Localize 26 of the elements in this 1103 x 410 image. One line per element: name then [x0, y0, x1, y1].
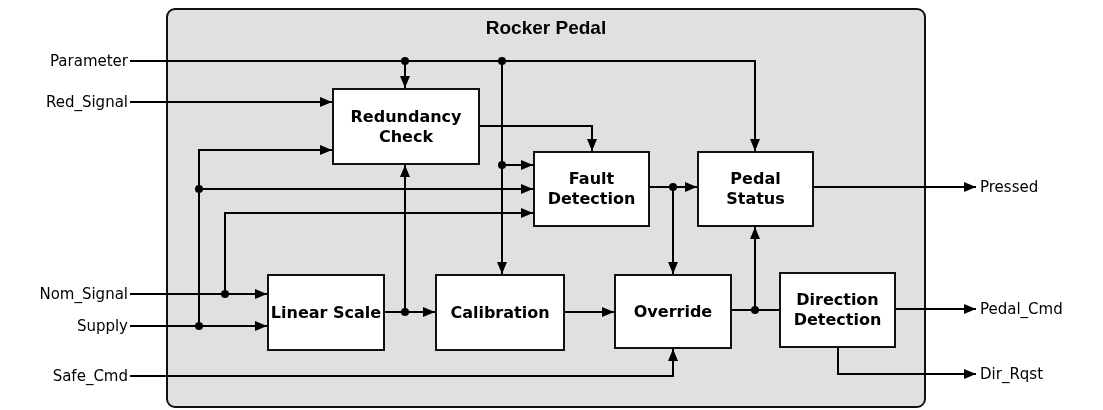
- signal-label: Safe_Cmd: [52, 367, 128, 385]
- arrow: [479, 125, 597, 152]
- group-title: Rocker Pedal: [484, 17, 608, 39]
- process-box: Direction Detection: [779, 272, 896, 348]
- signal-label: Red_Signal: [45, 93, 128, 111]
- signal-label: Dir_Rqst: [980, 365, 1044, 383]
- arrow: [649, 186, 678, 275]
- process-box: Calibration: [435, 274, 565, 351]
- arrow: [837, 347, 977, 379]
- group-frame: [166, 8, 926, 408]
- arrow: [129, 97, 333, 107]
- arrow: [384, 164, 410, 313]
- arrow: [813, 182, 977, 192]
- process-box: Fault Detection: [533, 151, 650, 227]
- process-box: Pedal Status: [697, 151, 814, 227]
- arrow: [129, 348, 678, 377]
- signal-label: Supply: [76, 317, 128, 335]
- signal-label: Nom_Signal: [39, 285, 128, 303]
- process-box: Redundancy Check: [332, 88, 480, 165]
- process-box: Linear Scale: [267, 274, 385, 351]
- arrow: [895, 304, 977, 314]
- signal-label: Parameter: [49, 52, 128, 70]
- arrow: [564, 307, 615, 317]
- process-box: Override: [614, 274, 732, 349]
- signal-label: Pressed: [980, 178, 1039, 196]
- signal-label: Pedal_Cmd: [980, 300, 1063, 318]
